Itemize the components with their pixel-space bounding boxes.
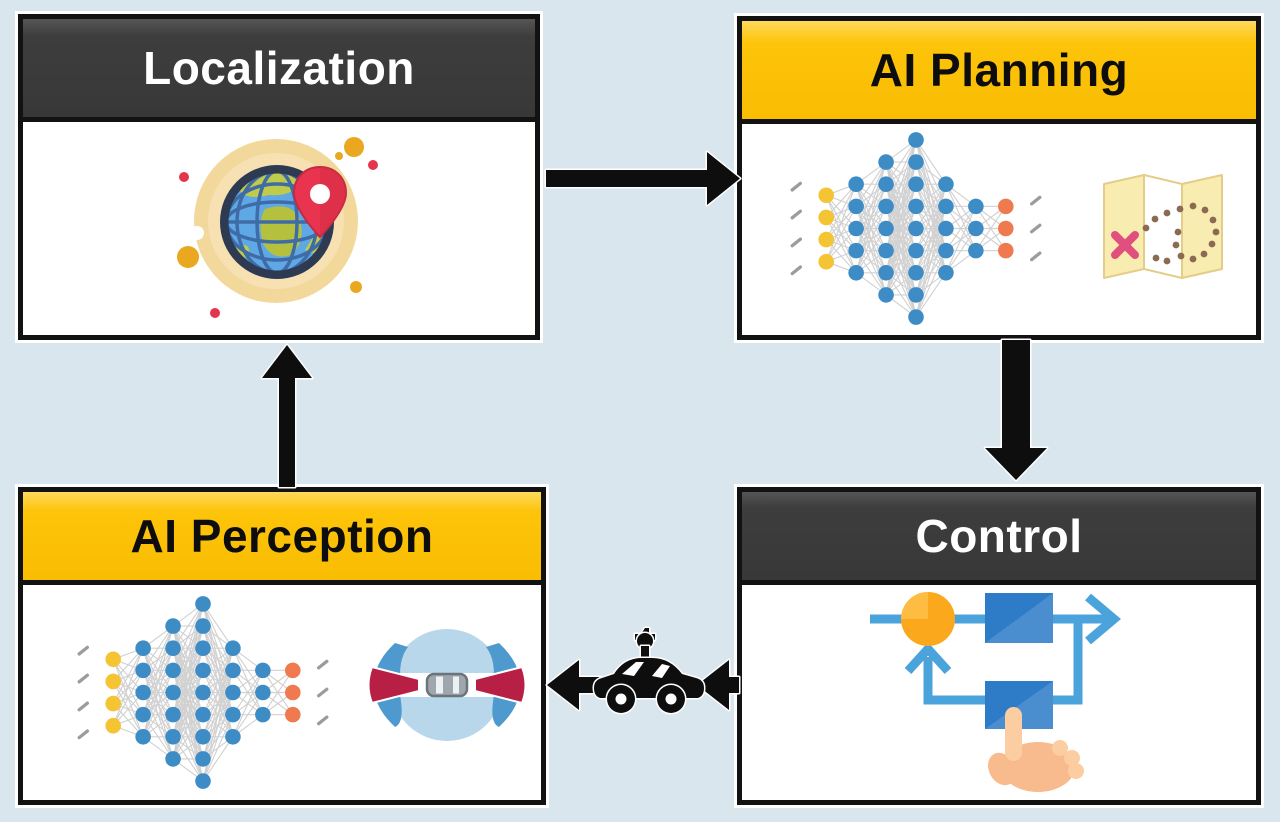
- sensor-cones: [375, 643, 519, 727]
- map-x-mark: [1111, 231, 1139, 259]
- box-localization-title: Localization: [143, 42, 415, 94]
- box-ai-perception-title: AI Perception: [130, 510, 434, 562]
- plant-block: [985, 681, 1053, 729]
- box-localization-header: Localization: [23, 19, 535, 122]
- radar-beams: [367, 665, 527, 705]
- arrow-control-to-car: [695, 658, 741, 712]
- arrow-localization-to-planning: [544, 150, 742, 207]
- arrow-planning-to-control: [983, 338, 1049, 482]
- arrow-car-to-perception: [545, 658, 603, 712]
- box-control-body: [742, 585, 1256, 800]
- map-dotted-trail: [1142, 202, 1220, 265]
- box-ai-perception-header: AI Perception: [23, 492, 541, 585]
- box-ai-perception: AI Perception: [18, 487, 546, 805]
- autonomous-car-icon: [592, 626, 706, 715]
- box-ai-perception-body: [23, 585, 541, 800]
- route-map-icon: [1103, 174, 1223, 279]
- box-localization: Localization: [18, 14, 540, 340]
- hand-press-icon: [988, 707, 1084, 792]
- box-ai-planning-body: [742, 124, 1256, 335]
- box-control: Control: [737, 487, 1261, 805]
- box-localization-body: [23, 122, 535, 335]
- box-ai-planning-header: AI Planning: [742, 21, 1256, 124]
- controller-block: [985, 593, 1053, 643]
- car-surround-sensing-icon: [367, 629, 527, 741]
- neural-network-icon: [77, 596, 329, 789]
- feedback-control-loop-icon: [870, 592, 1121, 792]
- neural-network-icon: [790, 132, 1042, 325]
- arrow-perception-to-localization: [260, 343, 314, 489]
- box-control-title: Control: [915, 510, 1083, 562]
- box-ai-planning-title: AI Planning: [869, 44, 1129, 96]
- car-top-view: [425, 672, 469, 698]
- box-control-header: Control: [742, 492, 1256, 585]
- location-pin: [292, 165, 348, 239]
- globe-location-pin-icon: [177, 137, 378, 318]
- box-ai-planning: AI Planning: [737, 16, 1261, 340]
